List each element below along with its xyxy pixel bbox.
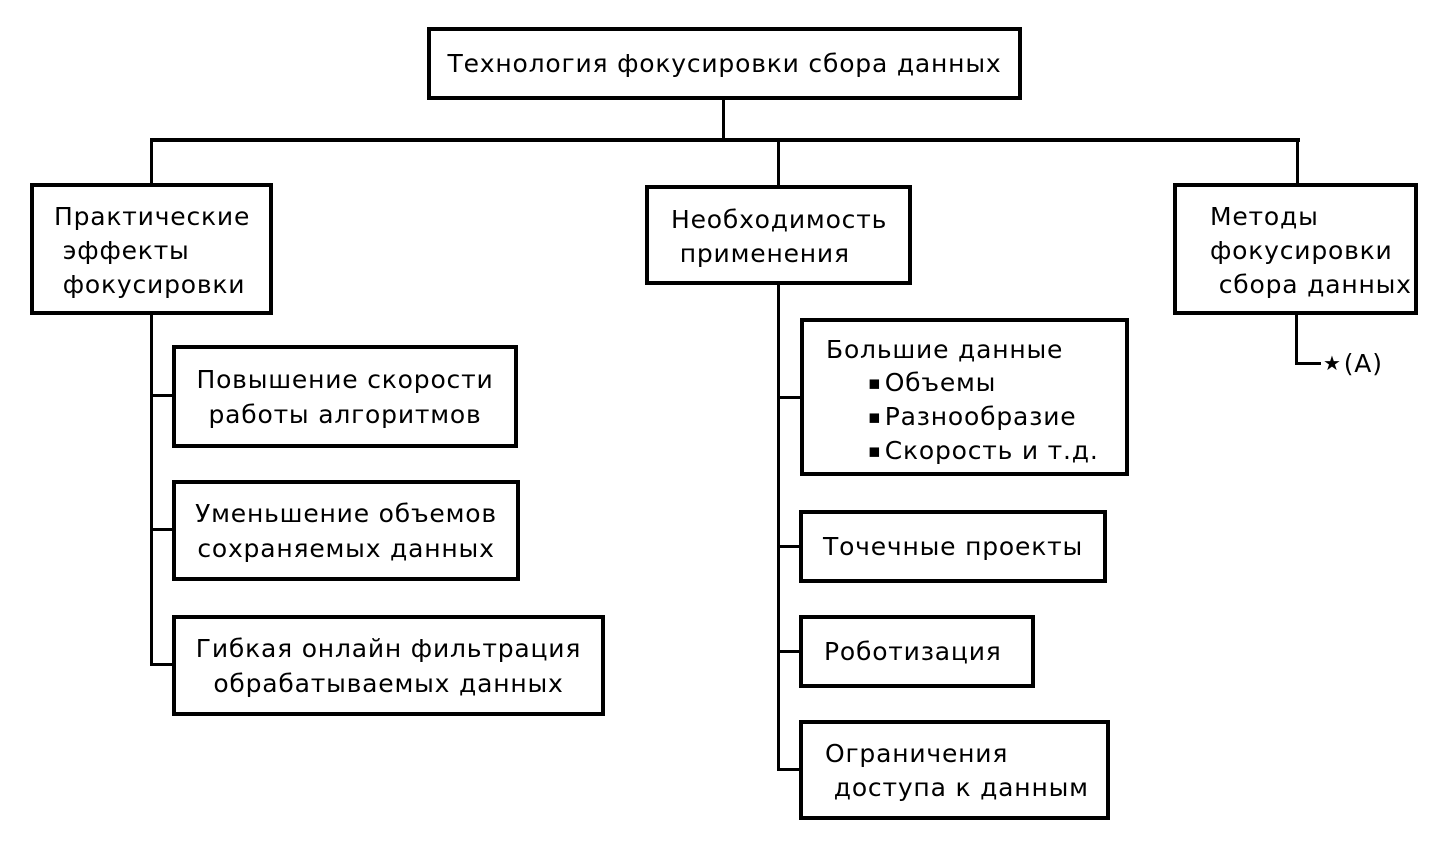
volume-reduction-box: Уменьшение объемов сохраняемых данных [172,480,520,581]
connector-stub-big-data [777,396,800,399]
robotization-box: Роботизация [799,615,1035,688]
online-filtering-line: Гибкая онлайн фильтрация [195,633,582,663]
connector-stub-volume-reduction [150,528,172,531]
big-data-bullet-label: Объемы [884,368,997,397]
online-filtering-box: Гибкая онлайн фильтрация обрабатываемых … [172,615,605,716]
access-restrictions-line: Ограничения [825,739,1009,768]
focusing-methods-line: Методы [1210,202,1319,231]
necessity-box: Необходимость применения [645,185,912,285]
bullet-square-icon: ▪ [868,406,882,428]
big-data-bullet-item: ▪Скорость и т.д. [826,434,1125,468]
big-data-bullet-label: Скорость и т.д. [884,436,1099,465]
focusing-methods-line: сбора данных [1210,270,1412,299]
big-data-bullet-item: ▪Разнообразие [826,400,1125,434]
connector-left-branch-drop [150,138,153,184]
bullet-square-icon: ▪ [868,440,882,462]
point-projects-label: Точечные проекты [823,531,1083,561]
bullet-square-icon: ▪ [868,372,882,394]
volume-reduction-line: сохраняемых данных [197,533,495,563]
big-data-bullet-item: ▪Объемы [826,366,1125,400]
necessity-line: применения [671,239,850,268]
connector-left-trunk [150,315,153,666]
connector-stub-algorithm-speed [150,394,172,397]
big-data-box: Большие данные ▪Объемы ▪Разнообразие ▪Ск… [800,318,1129,476]
connector-right-stem [1295,315,1298,365]
root-box: Технология фокусировки сбора данных [427,27,1022,100]
volume-reduction-line: Уменьшение объемов [195,498,497,528]
algorithm-speed-box: Повышение скорости работы алгоритмов [172,345,518,448]
access-restrictions-box: Ограничения доступа к данным [799,720,1110,820]
point-projects-box: Точечные проекты [799,510,1107,583]
algorithm-speed-line: Повышение скорости [196,364,494,394]
connector-stub-point-projects [777,545,800,548]
necessity-line: Необходимость [671,205,888,234]
connector-middle-trunk [777,285,780,771]
connector-stub-robotization [777,650,800,653]
practical-effects-line: Практические [54,202,251,231]
focusing-methods-line: фокусировки [1210,236,1393,265]
connector-middle-branch-drop [777,138,780,185]
root-box-label: Технология фокусировки сбора данных [447,48,1002,78]
connector-root-drop [722,100,725,141]
algorithm-speed-line: работы алгоритмов [208,399,482,429]
practical-effects-line: эффекты [54,236,190,265]
focusing-methods-box: Методы фокусировки сбора данных [1173,183,1418,315]
online-filtering-line: обрабатываемых данных [213,668,564,698]
connector-stub-online-filtering [150,663,172,666]
connector-stub-footnote [1295,362,1321,365]
practical-effects-line: фокусировки [54,270,246,299]
big-data-title: Большие данные [826,335,1064,364]
connector-main-horizontal [150,138,1300,142]
practical-effects-box: Практические эффекты фокусировки [30,183,273,315]
access-restrictions-line: доступа к данным [825,773,1089,802]
connector-stub-access-restrictions [777,768,800,771]
robotization-label: Роботизация [824,636,1002,666]
footnote-a-label: (A) [1343,348,1383,378]
big-data-bullet-label: Разнообразие [884,402,1077,431]
connector-right-branch-drop [1296,138,1299,184]
footnote-a: ★ (A) [1323,348,1383,378]
star-icon: ★ [1323,351,1342,375]
